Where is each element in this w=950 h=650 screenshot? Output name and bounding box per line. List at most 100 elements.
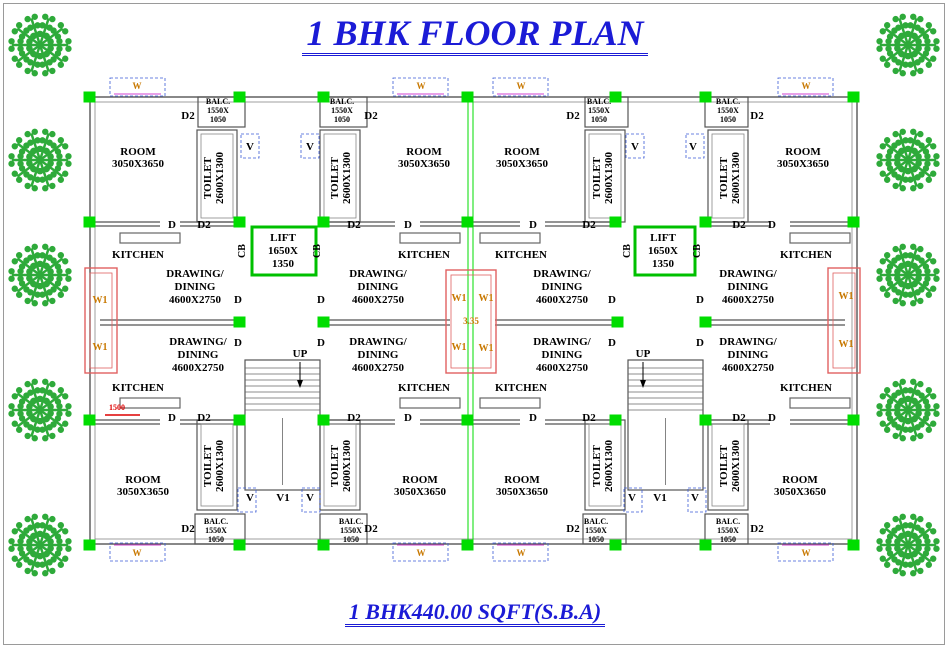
tree-leaf (922, 165, 930, 172)
column (699, 539, 712, 551)
tree-leaf (49, 67, 56, 75)
ventilator-label: V (306, 141, 314, 153)
tree-leaf (894, 410, 901, 417)
drawing-size-label: 4600X2750 (722, 294, 774, 306)
tree-leaf (917, 432, 924, 440)
door-d2-label: D2 (566, 523, 580, 535)
tree-leaf (907, 291, 914, 298)
tree-leaf (39, 426, 46, 433)
tree-leaf (898, 263, 905, 270)
tree-leaf (891, 556, 898, 563)
tree-leaf (11, 528, 18, 535)
tree-leaf (933, 538, 940, 545)
tree-leaf (915, 403, 922, 411)
stair-up-label: UP (293, 348, 308, 360)
tree-leaf (899, 128, 906, 135)
tree-leaf (57, 291, 65, 298)
tree-leaf (918, 527, 925, 534)
tree-leaf (892, 380, 899, 388)
door-d-label: D (404, 219, 412, 231)
tree-leaf (11, 143, 18, 150)
tree-branch (906, 409, 918, 438)
kitchen-counter (119, 397, 181, 409)
balcony-label: BALC. (330, 97, 354, 106)
tree-leaf (898, 415, 905, 423)
tree-leaf (911, 262, 918, 270)
tree-branch (39, 158, 64, 178)
tree-leaf (911, 165, 918, 172)
tree-leaf (894, 268, 901, 276)
door-d2-label: D2 (347, 412, 361, 424)
tree-leaf (915, 274, 922, 282)
ventilator-label: V (628, 492, 636, 504)
tree-leaf (914, 424, 921, 431)
window-w1-label: W1 (452, 342, 467, 353)
tree-leaf (892, 297, 899, 305)
tree-leaf (46, 424, 53, 431)
column (847, 91, 860, 103)
tree-leaf (65, 268, 72, 275)
tree-leaf (876, 410, 883, 417)
tree-leaf (17, 410, 24, 417)
tree-leaf (922, 415, 930, 422)
tree-leaf (879, 393, 886, 400)
tree-leaf (34, 252, 41, 259)
tree-leaf (18, 533, 26, 540)
tree-leaf (917, 245, 924, 253)
tree-leaf (914, 59, 921, 66)
tree-leaf (65, 38, 72, 45)
tree-leaf (8, 410, 15, 417)
tree-leaf (46, 559, 53, 566)
toilet-size-label: 2600X1300 (341, 440, 353, 492)
column (461, 414, 474, 426)
cupboard-label: CB (237, 244, 248, 258)
tree-leaf (30, 533, 37, 540)
tree-leaf (26, 153, 33, 161)
ventilator-frame (623, 487, 643, 513)
tree-leaf (911, 147, 918, 155)
tree-symbol (876, 128, 940, 192)
column (233, 539, 246, 551)
tree-leaf (917, 515, 924, 523)
tree-leaf (910, 435, 917, 442)
tree-leaf (879, 258, 886, 265)
balcony-label: BALC. (587, 97, 611, 106)
tree-leaf (26, 538, 33, 546)
tree-leaf (899, 570, 906, 577)
balcony-label: BALC. (339, 517, 363, 526)
lift-shaft (633, 225, 697, 277)
tree-leaf (933, 545, 940, 552)
tree-symbol (8, 13, 72, 77)
tree-leaf (930, 55, 937, 62)
door-d-label: D (608, 337, 616, 349)
tree-leaf (883, 137, 891, 144)
tree-leaf (43, 397, 50, 405)
balcony-label: BALC. (716, 97, 740, 106)
ventilator-label: V (631, 141, 639, 153)
tree-leaf (49, 432, 56, 440)
tree-symbol (8, 128, 72, 192)
tree-leaf (933, 275, 940, 282)
drawing-size-label: 4600X2750 (352, 362, 404, 374)
toilet-size-label: 2600X1300 (214, 440, 226, 492)
door-d2-label: D2 (347, 219, 361, 231)
tree-leaf (883, 387, 891, 394)
tree-branch (16, 273, 41, 293)
door-d2-label: D2 (566, 110, 580, 122)
tree-leaf (43, 32, 50, 40)
tree-leaf (915, 159, 922, 167)
kitchen-counter (119, 232, 181, 244)
tree-leaf (23, 171, 30, 178)
tree-branch (907, 408, 932, 428)
tree-leaf (47, 159, 54, 167)
tree-leaf (47, 153, 54, 161)
ventilator-frame (300, 133, 320, 159)
tree-leaf (50, 392, 57, 399)
tree-leaf (30, 148, 37, 155)
tree-leaf (918, 142, 925, 149)
tree-leaf (917, 380, 924, 388)
column (233, 316, 246, 328)
toilet-wall (196, 419, 238, 511)
lift-size-label: 1650X (268, 245, 298, 257)
drawing-size-label: 4600X2750 (536, 294, 588, 306)
